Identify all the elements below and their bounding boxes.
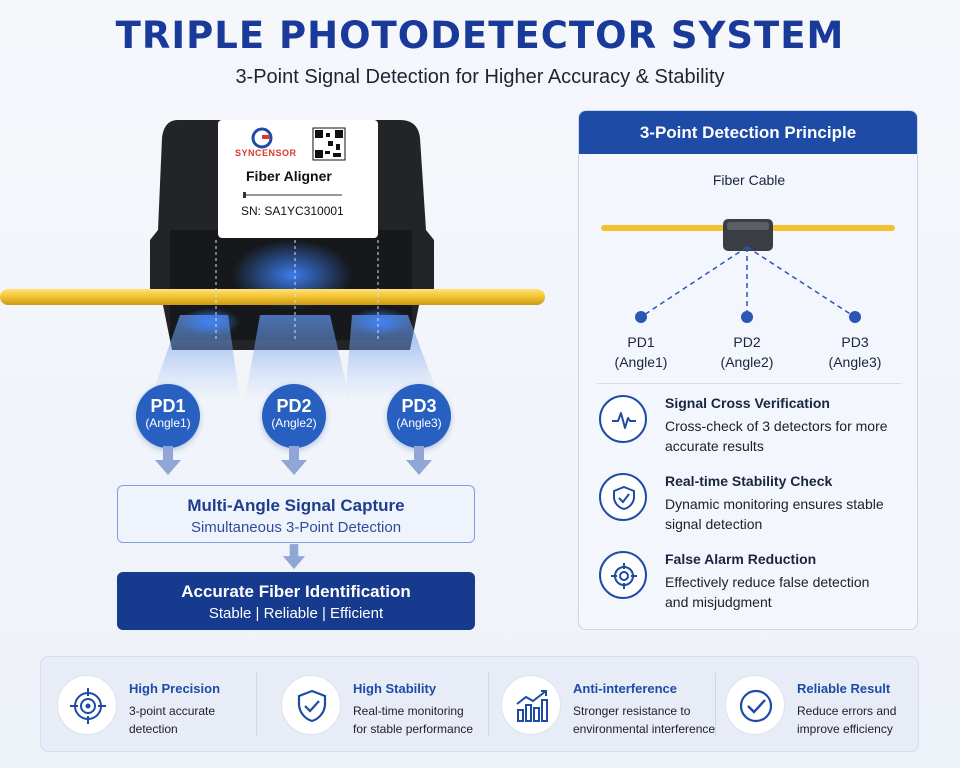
shield-icon [281, 675, 341, 735]
pulse-icon [599, 395, 647, 443]
arrow-down-icon [282, 544, 306, 569]
feature-desc: Dynamic monitoring ensures stable signal… [665, 496, 884, 532]
identification-title: Accurate Fiber Identification [181, 582, 411, 601]
capture-title: Multi-Angle Signal Capture [187, 496, 405, 515]
separator [715, 673, 716, 737]
fiber-aligner-device [0, 120, 545, 400]
pd3-circle: PD3 (Angle3) [387, 384, 451, 448]
device-illustration: SYNCENSOR Fiber Aligner SN: SA1YC310001 [0, 100, 560, 480]
page-title: TRIPLE PHOTODETECTOR SYSTEM [115, 14, 845, 57]
principle-svg [601, 219, 895, 323]
feature-title: Signal Cross Verification [665, 395, 830, 411]
check-circle-icon [725, 675, 785, 735]
capture-subtitle: Simultaneous 3-Point Detection [190, 519, 402, 536]
feature-item: Signal Cross Verification Cross-check of… [599, 395, 899, 457]
shield-check-icon [599, 473, 647, 521]
benefit-title: Reliable Result [797, 681, 891, 696]
pd3-angle: (Angle3) [396, 416, 442, 430]
separator [256, 673, 257, 737]
pd1-name: PD1 [150, 396, 186, 416]
pd2-circle: PD2 (Angle2) [262, 384, 326, 448]
feature-item: False Alarm Reduction Effectively reduce… [599, 551, 899, 613]
capture-box: Multi-Angle Signal Capture Simultaneous … [117, 485, 475, 543]
identification-box: Accurate Fiber Identification Stable | R… [117, 572, 475, 630]
pd1-circle: PD1 (Angle1) [136, 384, 200, 448]
principle-panel: 3-Point Detection Principle Fiber Cable … [578, 110, 918, 630]
arrow-down-icon [281, 446, 307, 475]
principle-diagram: Fiber Cable PD1 (Angle1) PD2 (Angle2) PD… [579, 155, 917, 385]
fiber-label: Fiber Cable [712, 172, 786, 188]
pd1-angle: (Angle1) [145, 416, 191, 430]
feature-title: False Alarm Reduction [665, 551, 817, 567]
page-subtitle: 3-Point Signal Detection for Higher Accu… [235, 66, 725, 88]
benefit-title: High Precision [129, 681, 221, 696]
pd2-point [741, 311, 753, 323]
point-name: PD1 [627, 334, 655, 350]
pd2-name: PD2 [276, 396, 312, 416]
feature-desc: Effectively reduce false detection and m… [665, 574, 870, 610]
bar-chart-icon [501, 675, 561, 735]
point-name: PD2 [733, 334, 761, 350]
principle-header: 3-Point Detection Principle [579, 111, 917, 154]
point-label: PD3 (Angle3) [815, 332, 895, 372]
pd2-angle: (Angle2) [271, 416, 317, 430]
target-icon [57, 675, 117, 735]
benefit-title: High Stability [353, 681, 437, 696]
device-serial: SN: SA1YC310001 [241, 204, 344, 218]
identification-subtitle: Stable | Reliable | Efficient [208, 605, 384, 622]
fiber-cable [0, 289, 545, 305]
arrow-down-icon [406, 446, 432, 475]
point-name: PD3 [841, 334, 869, 350]
separator [488, 673, 489, 737]
device-brand: SYNCENSOR [235, 148, 297, 158]
qr-code-icon [312, 127, 346, 161]
pd1-point [635, 311, 647, 323]
arrow-down-icon [155, 446, 181, 475]
point-label: PD1 (Angle1) [601, 332, 681, 372]
feature-item: Real-time Stability Check Dynamic monito… [599, 473, 899, 535]
feature-title: Real-time Stability Check [665, 473, 833, 489]
benefit-title: Anti-interference [573, 681, 678, 696]
device-name: Fiber Aligner [246, 168, 332, 184]
feature-desc: Cross-check of 3 detectors for more accu… [665, 418, 888, 454]
benefit-item: Anti-interference Stronger resistance to… [485, 657, 715, 753]
divider [597, 383, 901, 384]
point-angle: (Angle3) [828, 354, 882, 370]
pd3-point [849, 311, 861, 323]
crosshair-icon [599, 551, 647, 599]
point-angle: (Angle1) [614, 354, 668, 370]
point-angle: (Angle2) [720, 354, 774, 370]
point-label: PD2 (Angle2) [707, 332, 787, 372]
pd3-name: PD3 [401, 396, 437, 416]
